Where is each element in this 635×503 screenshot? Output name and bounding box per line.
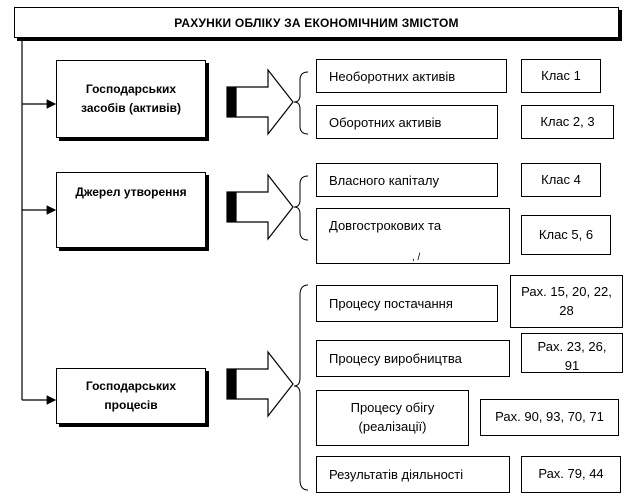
class-label: Рах. 23, 26, 91 [537, 339, 607, 373]
class-box-5-6: Клас 5, 6 [521, 215, 611, 255]
class-label: Клас 1 [541, 67, 581, 83]
block-arrow-2 [226, 173, 294, 241]
diagram-title-text: РАХУНКИ ОБЛІКУ ЗА ЕКОНОМІЧНИМ ЗМІСТОМ [174, 15, 459, 30]
diagram-title: РАХУНКИ ОБЛІКУ ЗА ЕКОНОМІЧНИМ ЗМІСТОМ [14, 7, 619, 38]
item-box-production: Процесу виробництва [316, 340, 510, 377]
item-box-circulation: Процесу обігу (реалізації) [316, 390, 469, 446]
class-box-production: Рах. 23, 26, 91 [521, 333, 623, 373]
class-label: Рах. 79, 44 [538, 466, 604, 482]
clipped-text-fragment: , / [412, 252, 421, 263]
class-label: Клас 2, 3 [540, 113, 595, 129]
item-box-equity: Власного капіталу [316, 163, 498, 197]
brace-2 [293, 175, 309, 241]
category-box-assets: Господарських засобів (активів) [56, 60, 206, 138]
brace-3 [293, 284, 309, 491]
class-label: Клас 5, 6 [538, 226, 594, 242]
category-label-sources: Джерел утворення [75, 185, 187, 199]
category-box-sources: Джерел утворення , . . [56, 172, 206, 248]
category-label-assets: Господарських засобів (активів) [81, 81, 181, 115]
block-arrow-3 [226, 350, 294, 418]
item-box-longterm: Довгострокових та , / [316, 208, 510, 264]
class-box-results: Рах. 79, 44 [521, 456, 621, 493]
item-label: Процесу обігу (реалізації) [350, 400, 435, 434]
category-box-processes: Господарських процесів [56, 368, 206, 424]
item-label: Оборотних активів [329, 114, 442, 130]
class-box-supply: Рах. 15, 20, 22, 28 [510, 275, 623, 328]
class-box-1: Клас 1 [521, 59, 601, 93]
item-label: Процесу виробництва [329, 351, 462, 366]
class-box-2-3: Клас 2, 3 [521, 105, 614, 139]
item-label: Довгострокових та [329, 218, 442, 233]
item-box-results: Результатів діяльності [316, 456, 510, 493]
clipped-text-fragment: , . . [101, 241, 115, 248]
item-label: Результатів діяльності [329, 467, 464, 482]
class-label: Рах. 90, 93, 70, 71 [495, 409, 604, 425]
item-label: Власного капіталу [329, 172, 439, 188]
class-box-circulation: Рах. 90, 93, 70, 71 [480, 399, 619, 436]
item-label: Процесу постачання [329, 296, 453, 311]
category-label-processes: Господарських процесів [85, 378, 177, 412]
class-box-4: Клас 4 [521, 163, 601, 197]
class-label: Клас 4 [541, 171, 581, 187]
item-box-current-assets: Оборотних активів [316, 105, 498, 139]
class-label: Рах. 15, 20, 22, 28 [521, 283, 612, 318]
item-box-noncurrent-assets: Необоротних активів [316, 59, 507, 93]
item-label: Необоротних активів [329, 68, 456, 84]
block-arrow-1 [226, 68, 294, 136]
item-box-supply: Процесу постачання [316, 285, 498, 322]
brace-1 [293, 71, 309, 135]
